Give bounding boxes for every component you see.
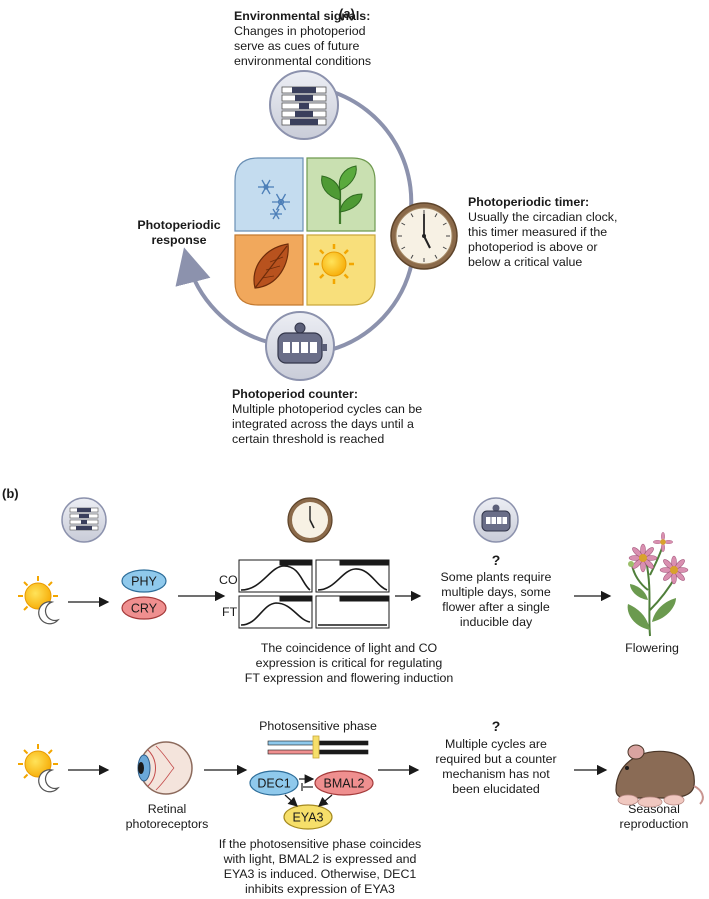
plant-counter-line: multiple days, some: [441, 585, 551, 599]
seasons-quadrants: [234, 157, 376, 306]
flowering-label: Flowering: [625, 641, 679, 655]
photoperiodic-timer-line: this timer measured if the: [468, 225, 608, 239]
photoperiod-counter-text: Photoperiod counter: Multiple photoperio…: [232, 387, 422, 447]
animal-counter-line: been elucidated: [452, 782, 540, 796]
photoperiodic-timer-line: Usually the circadian clock,: [468, 210, 618, 224]
plant-counter-line: inducible day: [459, 615, 533, 629]
ft-plot-long-day: [238, 595, 313, 629]
co-row-label: CO: [219, 573, 238, 587]
cry-photoreceptor: CRY: [121, 596, 167, 620]
plant-counter-line: flower after a single: [442, 600, 550, 614]
photoperiodic-timer-line: photoperiod is above or: [468, 240, 598, 254]
plant-counter-question: ?: [491, 552, 501, 568]
counter-icon-small: [473, 497, 519, 543]
animal-counter-text: Multiple cycles are required but a count…: [416, 737, 576, 797]
animal-caption-line: inhibits expression of EYA3: [245, 882, 395, 896]
environmental-signals-line: serve as cues of future: [234, 39, 360, 53]
retinal-photoreceptors-label: Retinal photoreceptors: [117, 802, 217, 832]
regulation-arrows: [284, 774, 333, 807]
sprout-icon: [321, 165, 363, 224]
plant-caption-line: expression is critical for regulating: [255, 656, 443, 670]
winter-quadrant: [234, 157, 304, 232]
plant-caption-line: FT expression and flowering induction: [244, 671, 454, 685]
phy-label: PHY: [131, 575, 157, 589]
panel-b-label: (b): [2, 486, 19, 501]
animal-caption-line: with light, BMAL2 is expressed and: [223, 852, 417, 866]
photoperiod-counter-title: Photoperiod counter:: [232, 387, 358, 401]
photoperiod-counter-line: Multiple photoperiod cycles can be: [232, 402, 423, 416]
animal-counter-line: mechanism has not: [442, 767, 550, 781]
environmental-signals-text: Environmental signals: Changes in photop…: [234, 9, 371, 69]
photoperiod-bars-disc: [269, 70, 339, 140]
photoperiod-bars-icon: [281, 86, 327, 126]
animal-counter-line: required but a counter: [435, 752, 557, 766]
sun-icon: [314, 244, 354, 284]
photoperiodic-response-line: Photoperiodic: [137, 218, 221, 232]
sun-moon-icon: [18, 744, 60, 793]
sun-moon-icon: [18, 576, 60, 625]
phy-photoreceptor: PHY: [121, 569, 167, 593]
plant-counter-line: Some plants require: [440, 570, 552, 584]
retina-line: Retinal: [147, 802, 187, 816]
counter-disc: [265, 311, 335, 381]
bmal2-label: BMAL2: [324, 777, 365, 791]
ft-row-label: FT: [222, 605, 238, 619]
eya3-node: EYA3: [283, 804, 333, 830]
eye-icon: [137, 741, 193, 795]
panel-a-label: (a): [339, 6, 355, 21]
clock-icon: [390, 202, 458, 270]
cry-label: CRY: [131, 602, 158, 616]
bmal2-node: BMAL2: [314, 770, 374, 796]
photosensitive-phase-title: Photosensitive phase: [259, 719, 377, 733]
environmental-signals-title: Environmental signals:: [234, 9, 371, 23]
animal-counter-line: Multiple cycles are: [445, 737, 547, 751]
environmental-signals-line: Changes in photoperiod: [234, 24, 366, 38]
dec1-label: DEC1: [257, 777, 290, 791]
ft-plot-short-day: [315, 595, 390, 629]
eya3-label: EYA3: [292, 811, 323, 825]
seasonal-reproduction-label: Seasonal reproduction: [609, 802, 699, 832]
photoperiodic-response-text: Photoperiodic response: [126, 218, 232, 248]
environmental-signals-line: environmental conditions: [234, 54, 372, 68]
dec1-node: DEC1: [249, 770, 299, 796]
photosensitive-phase-bars: [267, 735, 369, 759]
flowering-plant-icon: [627, 532, 689, 637]
animal-coincidence-caption: If the photosensitive phase coincides wi…: [200, 837, 440, 897]
photoperiodic-timer-text: Photoperiodic timer: Usually the circadi…: [468, 195, 617, 270]
retina-line: photoreceptors: [125, 817, 209, 831]
photoperiod-counter-line: certain threshold is reached: [232, 432, 385, 446]
plant-caption-line: The coincidence of light and CO: [260, 641, 438, 655]
tally-counter-icon: [277, 322, 327, 364]
leaf-icon: [253, 243, 289, 289]
animal-caption-line: EYA3 is induced. Otherwise, DEC1: [223, 867, 417, 881]
photoperiod-counter-line: integrated across the days until a: [232, 417, 414, 431]
plant-coincidence-caption: The coincidence of light and CO expressi…: [224, 641, 474, 686]
plant-counter-text: Some plants require multiple days, some …: [421, 570, 571, 630]
animal-caption-line: If the photosensitive phase coincides: [218, 837, 422, 851]
mouse-icon: [615, 744, 704, 808]
bars-disc-small: [61, 497, 107, 543]
co-plot-short-day: [315, 559, 390, 593]
seasonal-line: reproduction: [619, 817, 689, 831]
clock-icon-small: [287, 497, 333, 543]
co-plot-long-day: [238, 559, 313, 593]
photoperiodic-timer-line: below a critical value: [468, 255, 583, 269]
expression-plots: [238, 559, 390, 629]
photoperiodic-response-line: response: [151, 233, 207, 247]
animal-counter-question: ?: [491, 718, 501, 734]
photoperiodic-timer-title: Photoperiodic timer:: [468, 195, 590, 209]
snowflake-icon: [258, 179, 290, 220]
